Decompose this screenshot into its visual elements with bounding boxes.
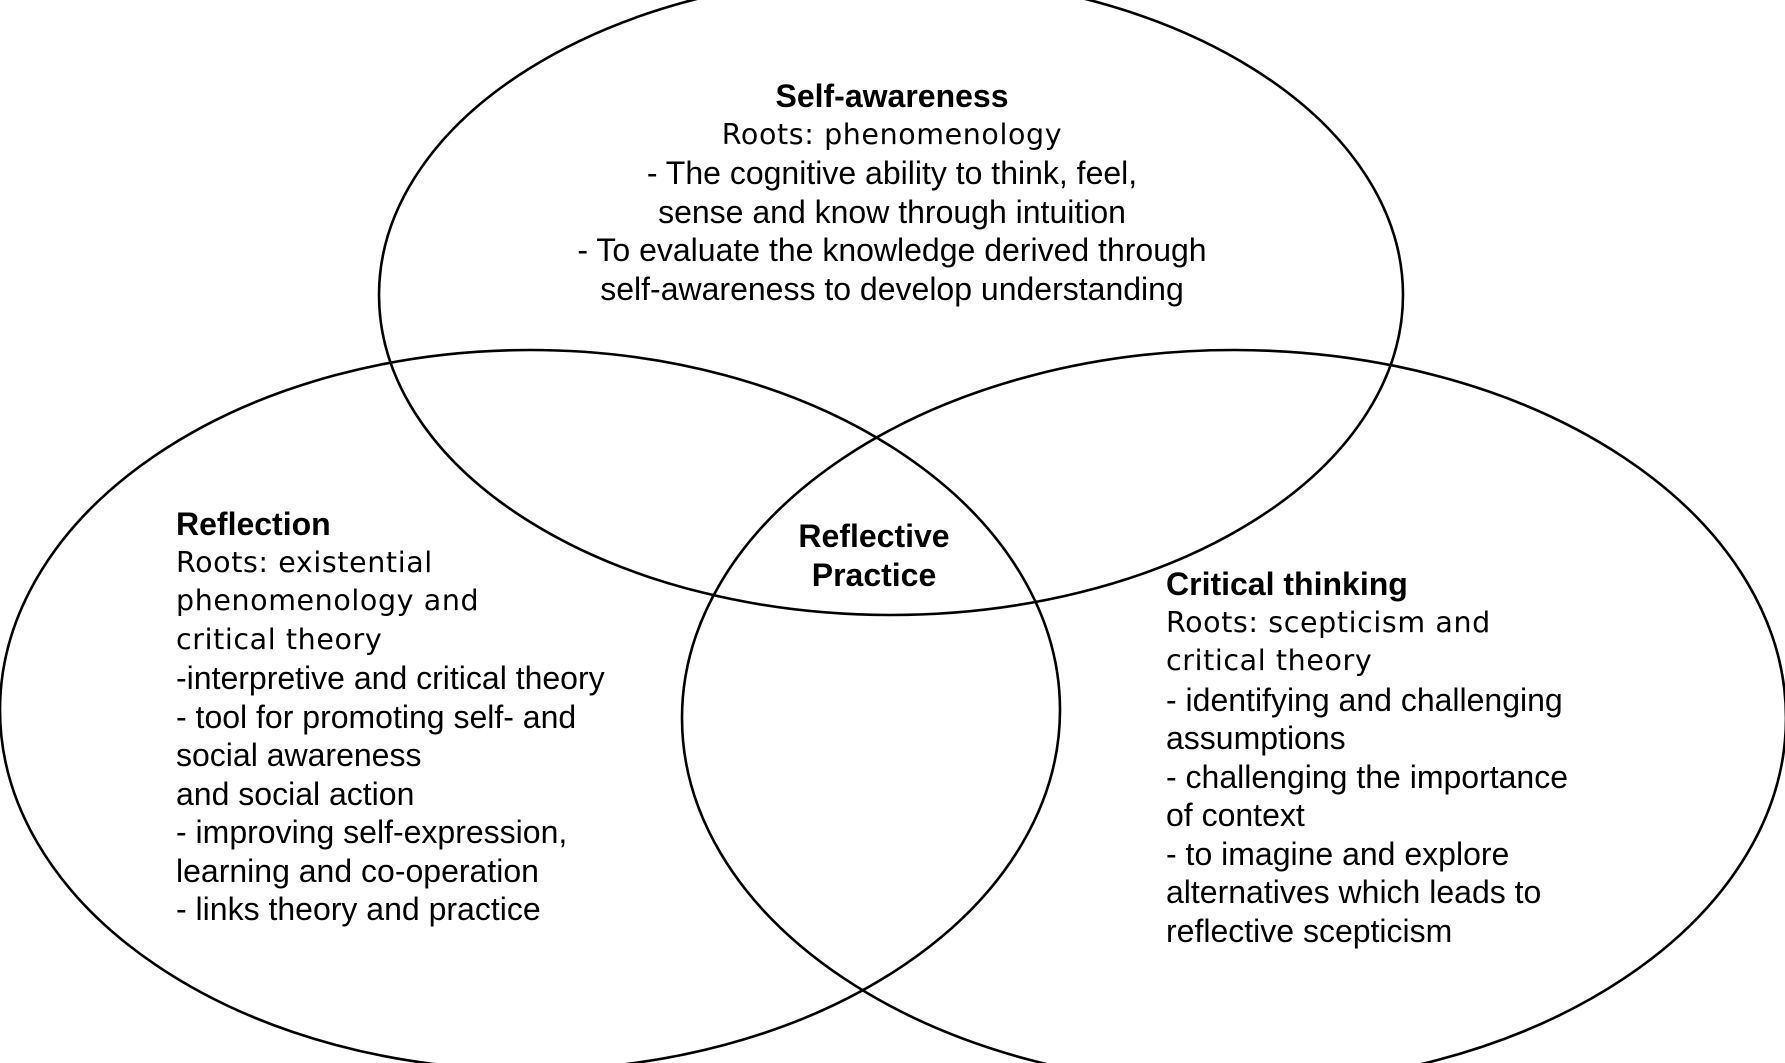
reflection-text: Reflection Roots: existential phenomenol… [176, 505, 676, 929]
self-awareness-line: - The cognitive ability to think, feel, [646, 155, 1138, 191]
reflection-line: social awareness [176, 737, 422, 773]
reflection-line: and social action [176, 775, 415, 812]
critical-thinking-title: Critical thinking [1166, 566, 1408, 602]
critical-thinking-roots: Roots: scepticism and [1166, 605, 1491, 639]
center-label-line: Practice [811, 556, 937, 593]
critical-thinking-line: - challenging the importance [1166, 758, 1569, 795]
self-awareness-line: self-awareness to develop understanding [600, 270, 1184, 307]
self-awareness-roots: Roots: phenomenology [721, 117, 1063, 151]
reflective-practice-label: Reflective Practice [744, 517, 1004, 594]
reflection-roots: Roots: existential [176, 545, 433, 579]
reflection-line: learning and co-operation [176, 852, 539, 889]
critical-thinking-line: reflective scepticism [1166, 912, 1453, 949]
self-awareness-text: Self-awareness Roots: phenomenology - Th… [372, 77, 1412, 308]
reflection-title: Reflection [176, 506, 331, 542]
critical-thinking-line: assumptions [1166, 720, 1346, 756]
self-awareness-line: - To evaluate the knowledge derived thro… [577, 232, 1207, 268]
center-label-line: Reflective [798, 518, 950, 554]
critical-thinking-line: - identifying and challenging [1166, 681, 1563, 718]
self-awareness-line: sense and know through intuition [658, 193, 1126, 230]
critical-thinking-line: alternatives which leads to [1166, 874, 1542, 910]
reflection-roots: critical theory [176, 622, 383, 656]
self-awareness-circle [377, 0, 1405, 617]
critical-thinking-roots: critical theory [1166, 644, 1373, 677]
reflection-roots: phenomenology and [176, 584, 480, 617]
critical-thinking-line: of context [1166, 797, 1305, 833]
critical-thinking-line: - to imagine and explore [1166, 835, 1510, 872]
critical-thinking-text: Critical thinking Roots: scepticism and … [1166, 565, 1626, 950]
self-awareness-title: Self-awareness [775, 78, 1009, 114]
reflection-line: - tool for promoting self- and [176, 698, 577, 735]
reflection-line: - links theory and practice [176, 891, 541, 927]
critical-thinking-circle [680, 348, 1785, 1063]
reflection-line: -interpretive and critical theory [176, 660, 605, 696]
reflection-circle [0, 348, 1062, 1063]
reflection-line: - improving self-expression, [176, 814, 568, 850]
